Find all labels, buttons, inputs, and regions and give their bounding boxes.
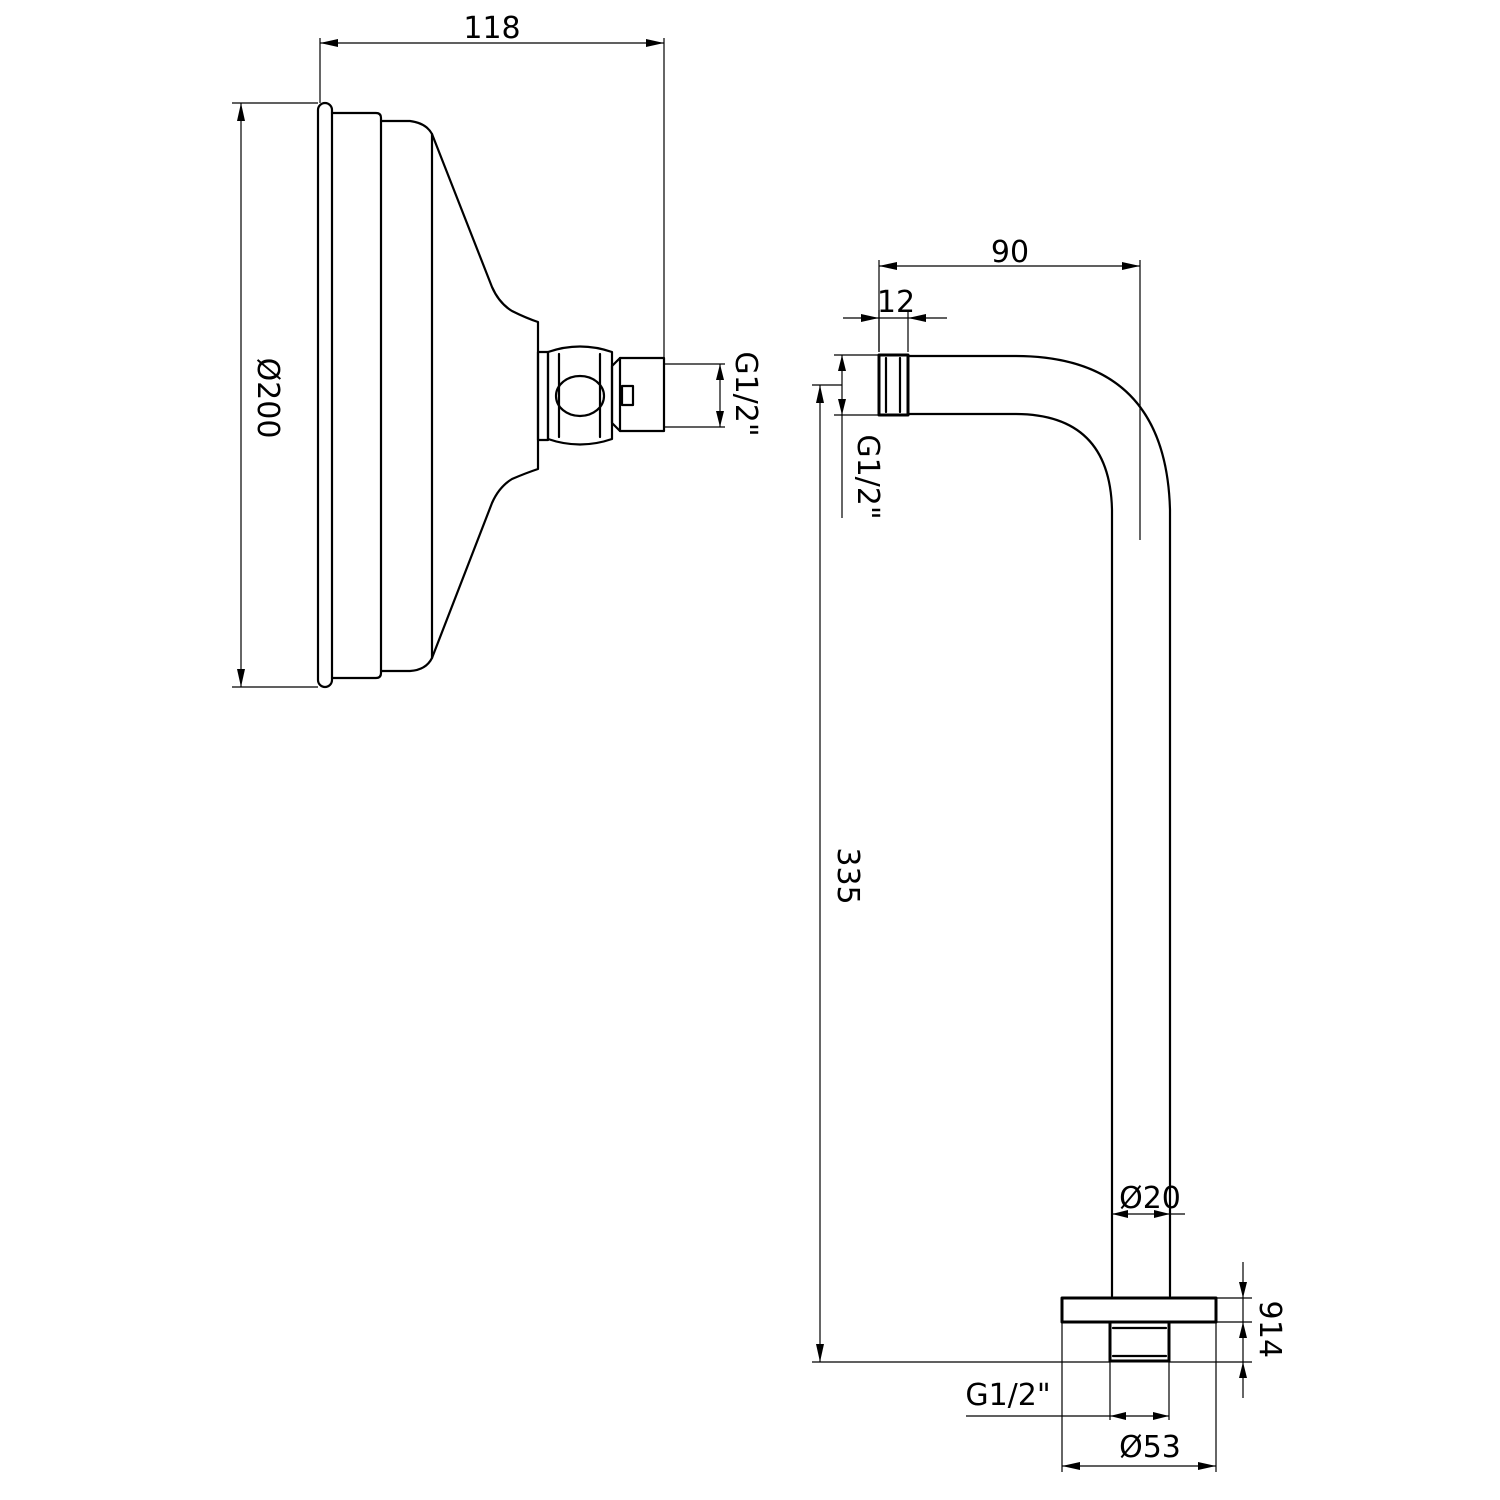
shower-head-cap (379, 119, 434, 673)
dim-head-depth-label: 118 (463, 11, 520, 46)
arm-pipe-inner (906, 412, 1114, 1298)
shower-head-rim-step (330, 111, 383, 680)
dim-arm-outlet-thread: G1/2" (834, 354, 885, 520)
dim-base-thread-label: G1/2" (965, 1378, 1050, 1413)
dim-flange-diameter: Ø53 (1061, 1322, 1217, 1472)
swivel-ring (536, 350, 550, 442)
dim-base-thread: G1/2" (965, 1362, 1170, 1420)
dim-arm-reach: 90 (878, 235, 1141, 540)
dim-pipe-diameter: Ø20 (1112, 1181, 1185, 1218)
shower-head-cone (430, 132, 540, 660)
dim-head-thread-label: G1/2" (728, 351, 763, 436)
dim-arm-thread-length: 12 (843, 285, 947, 352)
dim-flange-thickness: 9 14 (1169, 1262, 1287, 1398)
wall-flange (1060, 1296, 1218, 1324)
arm-thread-nipple (877, 353, 910, 417)
shower-head-rim (316, 101, 334, 689)
dim-flange-offset-label: 14 (1252, 1320, 1287, 1358)
ball-joint-hole (554, 374, 606, 418)
dim-arm-thread-length-label: 12 (877, 285, 915, 320)
dim-arm-outlet-thread-label: G1/2" (850, 434, 885, 519)
shower-arm (877, 353, 1218, 1363)
dim-flange-thickness-label: 9 (1252, 1300, 1287, 1319)
dim-head-diameter: Ø200 (232, 102, 318, 688)
dim-flange-diameter-label: Ø53 (1119, 1430, 1181, 1465)
dim-head-depth: 118 (319, 11, 665, 358)
dim-arm-height-label: 335 (830, 847, 865, 904)
dim-arm-reach-label: 90 (991, 235, 1029, 270)
arm-pipe-outer (906, 354, 1172, 1298)
bottom-thread (1108, 1320, 1171, 1363)
ball-joint (546, 345, 614, 446)
dim-head-thread: G1/2" (664, 351, 763, 437)
dim-head-diameter-label: Ø200 (250, 358, 285, 439)
shower-head-side-view (316, 101, 666, 689)
dim-arm-height: 335 (812, 384, 1110, 1363)
dim-pipe-diameter-label: Ø20 (1119, 1181, 1181, 1216)
